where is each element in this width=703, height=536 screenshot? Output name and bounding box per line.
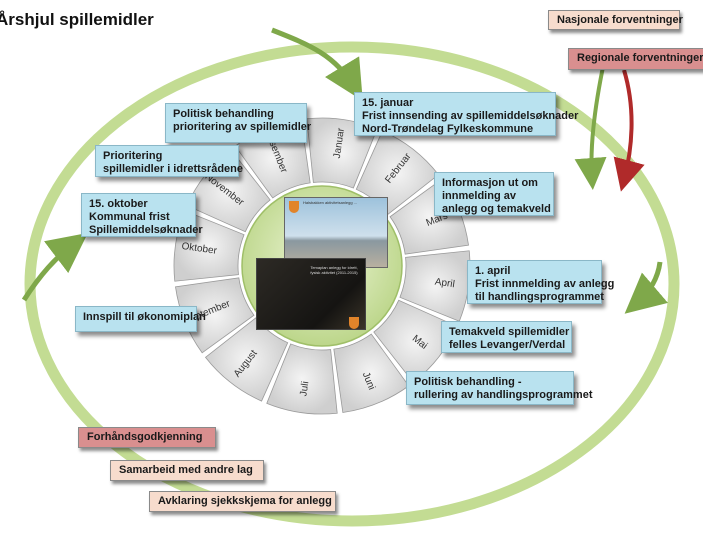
arrow-left [21, 232, 88, 302]
box-okonomiplan: Innspill til økonomiplan [75, 306, 206, 332]
box-line: Politisk behandling [173, 108, 274, 120]
tag-samarbeid: Samarbeid med andre lag [110, 460, 264, 481]
box-prioritering-idrettsradene: Prioritering spillemidler i idrettsråden… [95, 145, 243, 177]
box-line: felles Levanger/Verdal [449, 339, 566, 351]
outer-ring [24, 41, 680, 527]
box-line: spillemidler i idrettsrådene [103, 163, 243, 175]
box-informasjon: Informasjon ut om innmelding av anlegg o… [434, 172, 554, 216]
month-label-april: April [434, 277, 455, 291]
arrow-right-lower [624, 261, 668, 314]
box-line: Nord-Trøndelag Fylkeskommune [362, 123, 534, 135]
page-title: Årshjul spillemidler [0, 10, 154, 29]
photo-cover-caption: Temaplan anlegg for idrett, fysisk aktiv… [310, 265, 358, 275]
arrow-regionale [613, 69, 645, 192]
month-segment-juli [266, 343, 338, 415]
tag-nasjonale-forventninger: Nasjonale forventninger [548, 10, 683, 30]
box-januar: 15. januar Frist innsending av spillemid… [354, 92, 579, 136]
box-line: Kommunal frist [89, 211, 170, 223]
box-line: 15. januar [362, 97, 414, 109]
month-label-juli: Juli [298, 381, 311, 397]
box-line: Politisk behandling - [414, 376, 522, 388]
photo-sports-field: Halsbakken aktivitetsanlegg ... [284, 197, 388, 268]
month-label-januar: Januar [332, 127, 347, 159]
box-april: 1. april Frist innmelding av anlegg til … [467, 260, 615, 304]
tag-regionale-forventninger: Regionale forventninger [568, 48, 703, 70]
tag-forhandsgodkjenning: Forhåndsgodkjenning [78, 427, 216, 448]
arrow-top [271, 27, 363, 101]
crest-icon [349, 317, 359, 329]
photo-cover: Temaplan anlegg for idrett, fysisk aktiv… [256, 258, 366, 330]
box-line: 15. oktober [89, 198, 148, 210]
box-oktober: 15. oktober Kommunal frist Spillemiddels… [81, 193, 203, 237]
crest-icon [289, 201, 299, 213]
box-line: Spillemiddelsøknader [89, 224, 203, 236]
month-label-oktober: Oktober [181, 241, 218, 257]
arrow-nasjonale [574, 61, 607, 190]
photo-caption: Halsbakken aktivitetsanlegg ... [303, 200, 358, 205]
box-line: anlegg og temakveld [442, 203, 551, 215]
box-line: Prioritering [103, 150, 163, 162]
box-line: Frist innmelding av anlegg [475, 278, 615, 290]
box-rullering: Politisk behandling - rullering av handl… [406, 371, 593, 405]
box-temakveld: Temakveld spillemidler felles Levanger/V… [441, 321, 572, 353]
box-line: 1. april [475, 265, 511, 277]
month-segment-august [204, 317, 289, 402]
month-segment-juni [333, 333, 410, 413]
box-line: Innspill til økonomiplan [83, 311, 206, 323]
box-line: til handlingsprogrammet [475, 291, 604, 303]
box-politisk-prioritering: Politisk behandling prioritering av spil… [165, 103, 312, 143]
box-line: prioritering av spillemidler [173, 121, 312, 133]
box-line: rullering av handlingsprogrammet [414, 389, 593, 401]
box-line: Frist innsending av spillemiddelsøknader [362, 110, 579, 122]
month-segment-september [175, 277, 255, 354]
box-line: innmelding av [442, 190, 516, 202]
box-line: Informasjon ut om [442, 177, 538, 189]
box-line: Temakveld spillemidler [449, 326, 570, 338]
tag-avklaring: Avklaring sjekkskjema for anlegg [149, 491, 336, 512]
